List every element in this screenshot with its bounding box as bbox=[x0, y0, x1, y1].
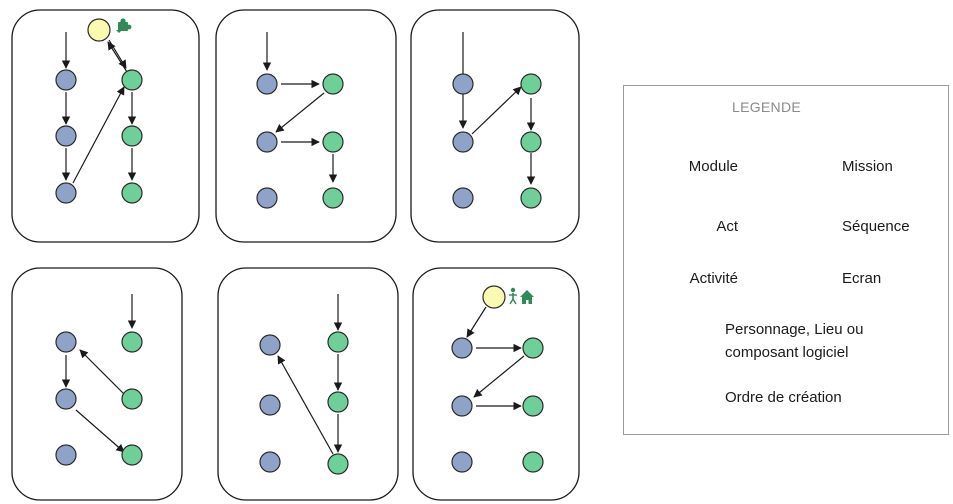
legend-label-creation-order: Ordre de création bbox=[725, 389, 842, 406]
green-node bbox=[121, 69, 143, 91]
legend-label-entity-line1: Personnage, Lieu ou bbox=[725, 321, 864, 338]
green-node bbox=[322, 131, 344, 153]
green-node bbox=[327, 391, 349, 413]
yellow-entity-node bbox=[482, 285, 506, 309]
blue-node bbox=[55, 388, 77, 410]
panel-2 bbox=[215, 9, 397, 243]
house-icon bbox=[520, 290, 534, 304]
panel-borders bbox=[11, 9, 580, 501]
puzzle-piece-icon bbox=[116, 18, 132, 33]
arrow bbox=[473, 355, 525, 398]
legend-box bbox=[623, 85, 949, 435]
blue-node bbox=[452, 131, 474, 153]
arrows bbox=[61, 32, 536, 455]
panel-1 bbox=[11, 9, 200, 243]
blue-node bbox=[256, 73, 278, 95]
legend-title: LEGENDE bbox=[732, 99, 802, 115]
green-node bbox=[522, 451, 544, 473]
legend-label-mission: Mission bbox=[842, 158, 893, 175]
green-node bbox=[121, 444, 143, 466]
person-icon bbox=[509, 287, 517, 305]
blue-node bbox=[256, 131, 278, 153]
legend-label-act: Act bbox=[716, 218, 738, 235]
blue-node bbox=[259, 451, 281, 473]
green-node bbox=[520, 187, 542, 209]
blue-node bbox=[451, 395, 473, 417]
yellow-entity-node bbox=[87, 18, 111, 42]
green-node bbox=[520, 131, 542, 153]
blue-node bbox=[451, 451, 473, 473]
panel-4 bbox=[11, 267, 183, 501]
legend-label-entity-line2: composant logiciel bbox=[725, 344, 849, 361]
panel-5 bbox=[217, 267, 399, 501]
blue-node bbox=[451, 337, 473, 359]
blue-node bbox=[259, 394, 281, 416]
blue-node bbox=[259, 334, 281, 356]
arrow bbox=[466, 306, 487, 338]
green-node bbox=[520, 73, 542, 95]
legend-label-module: Module bbox=[688, 158, 738, 175]
blue-node bbox=[452, 187, 474, 209]
green-node bbox=[327, 453, 349, 475]
green-node bbox=[121, 182, 143, 204]
blue-node bbox=[452, 73, 474, 95]
blue-node bbox=[55, 69, 77, 91]
arrow bbox=[275, 92, 325, 133]
legend-label-ecran: Ecran bbox=[842, 270, 882, 287]
legend-label-sequence: Séquence bbox=[842, 218, 910, 235]
green-node bbox=[322, 73, 344, 95]
blue-node bbox=[55, 125, 77, 147]
blue-node bbox=[256, 187, 278, 209]
green-node bbox=[121, 388, 143, 410]
arrow bbox=[72, 86, 125, 184]
green-node bbox=[121, 125, 143, 147]
legend-label-activite: Activité bbox=[689, 270, 738, 287]
panel-3 bbox=[410, 9, 580, 243]
blue-node bbox=[55, 182, 77, 204]
green-node bbox=[327, 331, 349, 353]
blue-node bbox=[55, 331, 77, 353]
arrow bbox=[79, 349, 125, 395]
green-node bbox=[322, 187, 344, 209]
arrow bbox=[277, 355, 334, 455]
nodes bbox=[55, 18, 544, 475]
arrow bbox=[75, 409, 125, 453]
green-node bbox=[121, 331, 143, 353]
blue-node bbox=[55, 444, 77, 466]
green-node bbox=[522, 395, 544, 417]
green-node bbox=[522, 337, 544, 359]
panel-6 bbox=[412, 267, 580, 501]
arrow bbox=[471, 86, 522, 135]
arrow bbox=[107, 41, 128, 73]
